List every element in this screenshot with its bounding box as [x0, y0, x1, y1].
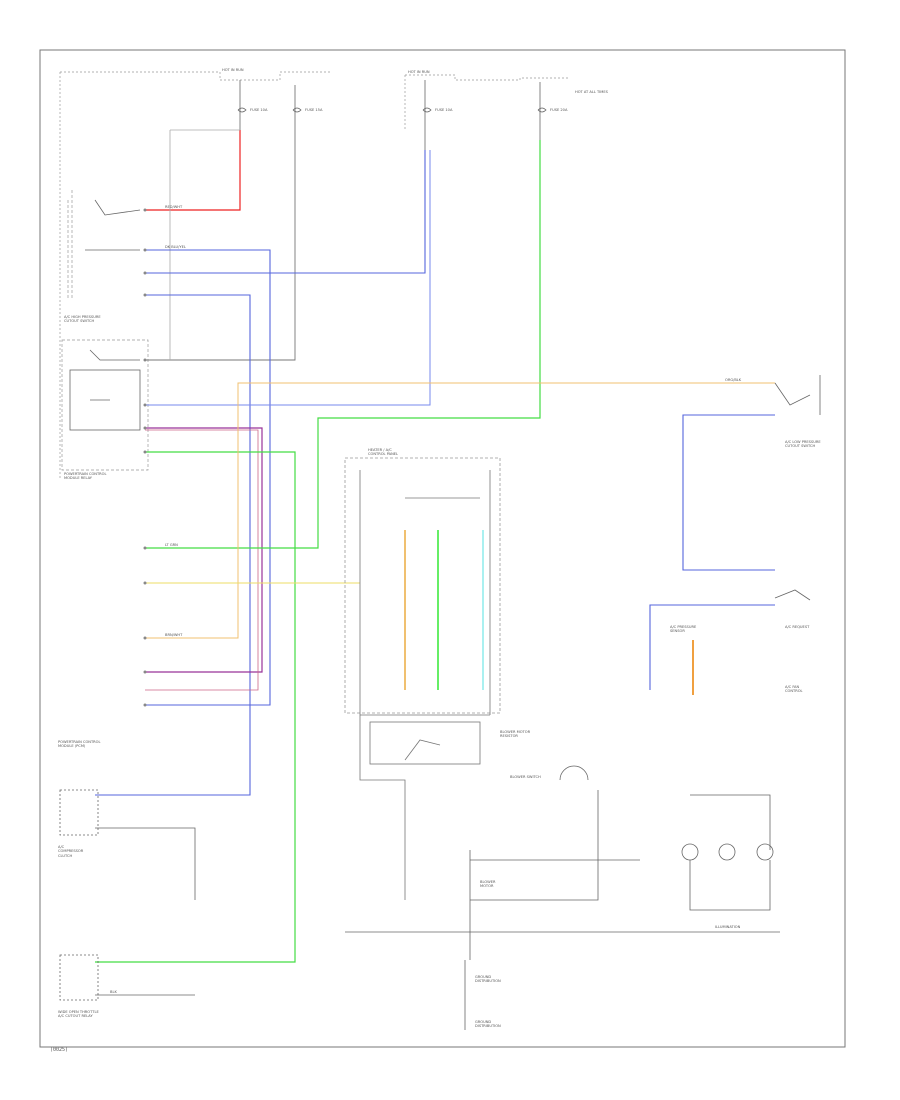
label-wot-relay: WIDE OPEN THROTTLE A/C CUTOUT RELAY [58, 1010, 99, 1019]
wire-blue-2 [145, 150, 426, 274]
label-compressor-clutch: A/C COMPRESSOR CLUTCH [58, 845, 84, 858]
label-pcm-relay: POWERTRAIN CONTROL MODULE RELAY [64, 472, 107, 481]
compressor-clutch [59, 789, 196, 1001]
label-wire-org-blk: ORG/BLK [725, 378, 742, 382]
control-panel-outline [344, 457, 501, 714]
label-hot-at-all: HOT AT ALL TIMES [575, 90, 608, 94]
label-pressure-sensor: A/C PRESSURE SENSOR [670, 625, 697, 634]
wire-blue-right-2 [649, 604, 775, 690]
wire-black-fuse-b [145, 130, 296, 361]
connector-pins [143, 208, 147, 707]
label-ac-low-pressure: A/C LOW PRESSURE CUTOUT SWITCH [785, 440, 821, 449]
label-fan-control: A/C FAN CONTROL [785, 685, 803, 694]
top-power-feeds [59, 71, 570, 480]
wire-light-blue [145, 150, 431, 406]
label-ac-request: A/C REQUEST [785, 625, 810, 629]
label-wire-brn: BRN/WHT [165, 633, 183, 637]
label-ground-2: GROUND DISTRIBUTION [475, 1020, 501, 1029]
wire-gray-box [169, 129, 240, 360]
diagram-code: (0025) [50, 1047, 69, 1053]
label-heater-ac-control: HEATER / A/C CONTROL PANEL [368, 448, 399, 457]
wire-purple [145, 427, 263, 673]
label-fuse-b: FUSE 15A [305, 108, 323, 112]
wire-pink [145, 429, 259, 691]
wire-blue-1 [145, 249, 271, 706]
label-wire-blu-yel: DK BLU/YEL [165, 245, 186, 249]
wire-blue-right-1 [682, 414, 775, 571]
label-blower-motor: BLOWER MOTOR [480, 880, 496, 889]
label-wire-red-wht: RED/WHT [165, 205, 183, 209]
wire-green-2 [145, 140, 541, 549]
label-wire-lt-grn: LT GRN [165, 543, 178, 547]
label-fuse-a: FUSE 10A [250, 108, 268, 112]
wire-orange [145, 382, 775, 639]
blower-switch-group [345, 765, 780, 1030]
control-panel-internal [359, 470, 491, 900]
label-wire-blk: BLK [110, 990, 117, 994]
wire-red [145, 130, 241, 211]
label-blower-resistor: BLOWER MOTOR RESISTOR [500, 730, 531, 739]
label-pcm: POWERTRAIN CONTROL MODULE (PCM) [58, 740, 101, 749]
illumination-lamps [681, 794, 774, 911]
diagram-frame [39, 49, 846, 1048]
label-hot-run-2: HOT IN RUN [408, 70, 430, 74]
pressure-switches [774, 375, 821, 601]
relay-contacts [69, 199, 141, 431]
pcm-relay-outline [61, 190, 149, 471]
wire-green-1 [95, 451, 296, 963]
wire-blue-3 [95, 294, 251, 796]
label-illumination: ILLUMINATION [715, 925, 741, 929]
label-ac-high-pressure: A/C HIGH PRESSURE CUTOUT SWITCH [64, 315, 101, 324]
label-fuse-d: FUSE 20A [550, 108, 568, 112]
fuse-symbols [237, 80, 547, 150]
label-ground-1: GROUND DISTRIBUTION [475, 975, 501, 984]
label-fuse-c: FUSE 10A [435, 108, 453, 112]
label-blower-switch: BLOWER SWITCH [510, 775, 541, 779]
label-hot-run-1: HOT IN RUN [222, 68, 244, 72]
